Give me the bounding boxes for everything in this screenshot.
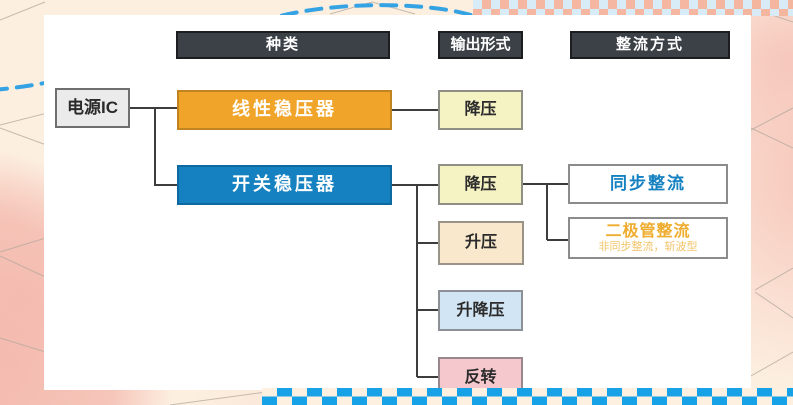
root-node-power-ic: 电源IC	[55, 88, 130, 128]
output-buck-boost: 升降压	[438, 290, 523, 331]
rect-diode-subtitle: 非同步整流，斩波型	[598, 241, 698, 254]
header-output-form: 输出形式	[438, 31, 523, 59]
category-switching-regulator: 开关稳压器	[177, 165, 392, 205]
connector-lines	[130, 107, 568, 378]
output-boost: 升压	[438, 221, 524, 265]
header-kind: 种类	[176, 31, 390, 59]
output-invert: 反转	[438, 357, 523, 390]
category-linear-regulator: 线性稳压器	[177, 90, 392, 130]
output-buck-linear: 降压	[438, 90, 523, 130]
header-rectification: 整流方式	[570, 31, 730, 59]
rect-diode-title: 二极管整流	[605, 222, 691, 240]
flowchart-panel: 种类 输出形式 整流方式 电源IC 线性稳压器 开关稳压器 降压 降压 升压 升…	[44, 15, 751, 390]
output-buck-switching: 降压	[438, 164, 523, 205]
rect-synchronous: 同步整流	[568, 164, 728, 204]
washi-tape-top	[473, 0, 793, 16]
checkered-ribbon-bottom	[262, 388, 793, 405]
rect-diode: 二极管整流 非同步整流，斩波型	[568, 217, 728, 259]
